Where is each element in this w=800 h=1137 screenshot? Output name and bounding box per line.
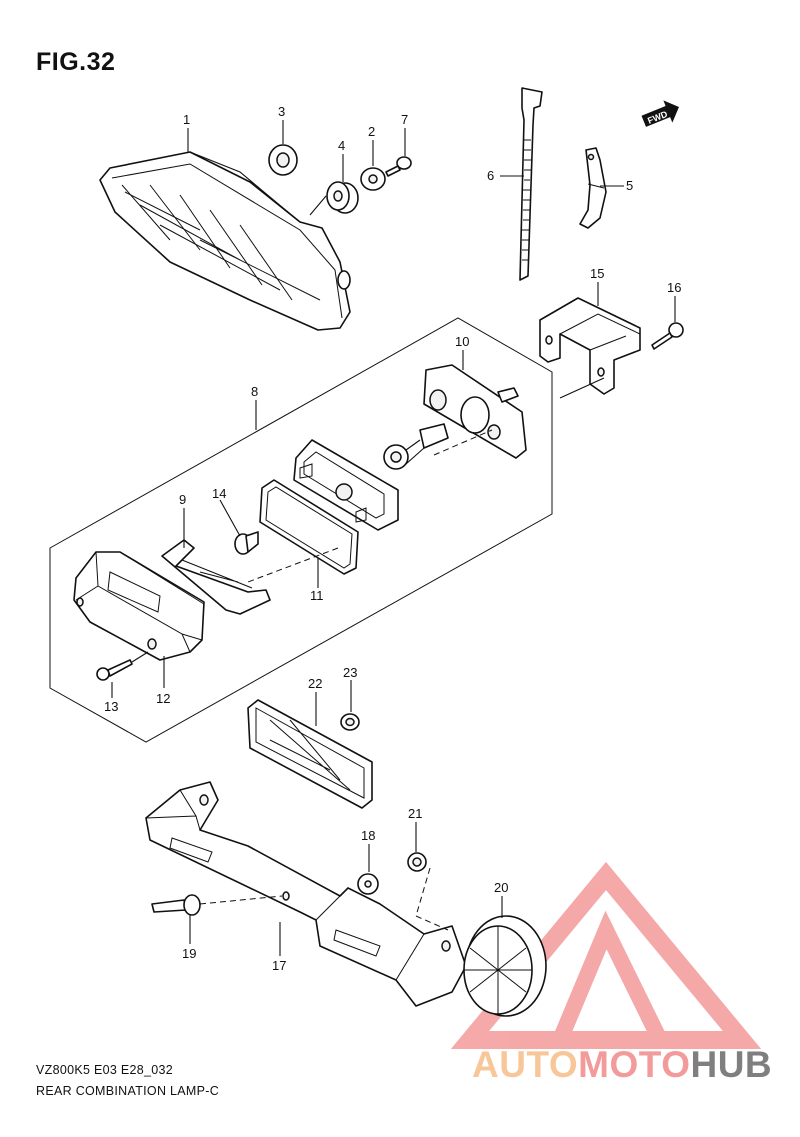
fwd-label: FWD <box>646 109 669 126</box>
part-3-grommet <box>268 144 298 176</box>
part-number: 15 <box>590 266 604 281</box>
part-15-bracket <box>539 297 641 395</box>
part-number: 3 <box>278 104 285 119</box>
part-number: 9 <box>179 492 186 507</box>
part-8-assembly-outline <box>49 317 553 743</box>
part-number: 1 <box>183 112 190 127</box>
part-number: 13 <box>104 699 118 714</box>
part-21-nut <box>407 852 449 931</box>
part-number: 16 <box>667 280 681 295</box>
part-20-round-reflector <box>463 915 547 1017</box>
part-23-nut <box>340 713 360 731</box>
part-7-screw <box>385 156 412 177</box>
part-16-screw <box>651 322 684 350</box>
lamp-housing <box>293 439 399 531</box>
part-number: 21 <box>408 806 422 821</box>
fwd-arrow-icon: FWD <box>641 100 679 127</box>
bulb-socket <box>383 423 449 470</box>
part-5-clamp <box>579 147 607 229</box>
part-number: 8 <box>251 384 258 399</box>
part-number: 20 <box>494 880 508 895</box>
part-17-bracket <box>145 781 467 1007</box>
part-number: 18 <box>361 828 375 843</box>
part-number: 11 <box>310 588 324 603</box>
part-9-reflector <box>161 539 271 615</box>
part-18-washer <box>357 873 379 895</box>
part-number: 10 <box>455 334 469 349</box>
part-22-reflector <box>247 699 373 809</box>
part-14-bulb <box>234 531 259 555</box>
part-12-lens <box>73 551 205 661</box>
figure-title: FIG.32 <box>36 48 116 76</box>
part-10-base <box>423 364 527 459</box>
watermark-auto: AUTO <box>472 1044 579 1085</box>
part-2-washer <box>360 167 386 191</box>
part-4-cushion <box>309 181 359 216</box>
figure-name: REAR COMBINATION LAMP-C <box>36 1084 220 1098</box>
watermark-hub: HUB <box>690 1044 773 1085</box>
part-number: 7 <box>401 112 408 127</box>
figure-code: VZ800K5 E03 E28_032 <box>36 1063 174 1077</box>
part-number: 19 <box>182 946 196 961</box>
part-number: 6 <box>487 168 494 183</box>
part-number: 4 <box>338 138 345 153</box>
part-number: 5 <box>626 178 633 193</box>
leader-lines <box>111 120 676 956</box>
part-number: 23 <box>343 665 357 680</box>
part-number: 22 <box>308 676 322 691</box>
part-number: 2 <box>368 124 375 139</box>
part-numbers: 1 2 3 4 5 6 7 8 9 10 11 12 13 14 15 16 1… <box>104 104 681 973</box>
watermark-moto: MOTO <box>578 1044 691 1085</box>
part-number: 12 <box>156 691 170 706</box>
part-13-screw <box>96 651 149 681</box>
watermark-text: AUTOMOTOHUB <box>472 1044 772 1086</box>
part-11-gasket <box>259 479 359 575</box>
part-6-cable-tie <box>519 87 543 281</box>
part-19-bolt <box>151 894 283 916</box>
part-1-tail-lamp <box>99 151 351 331</box>
part-number: 17 <box>272 958 286 973</box>
part-number: 14 <box>212 486 226 501</box>
